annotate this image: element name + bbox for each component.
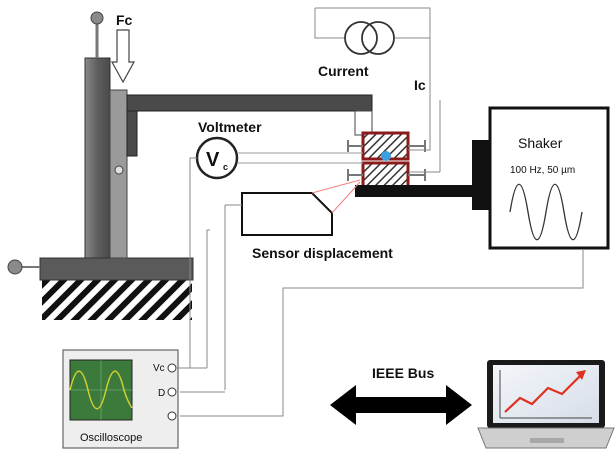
- shaker-spec: 100 Hz, 50 µm: [510, 165, 575, 176]
- laptop-icon: [477, 360, 615, 449]
- current-source: [314, 7, 441, 173]
- ieee-bus-label: IEEE Bus: [372, 365, 434, 381]
- ieee-bus-arrow: [330, 385, 472, 425]
- port-vc-label: Vc: [153, 363, 165, 374]
- voltmeter-label: Voltmeter: [198, 119, 262, 135]
- shaker-rod: [355, 185, 490, 197]
- force-arrow: [110, 29, 136, 84]
- voltmeter-subscript: c: [223, 162, 228, 172]
- oscilloscope-label: Oscilloscope: [80, 432, 142, 444]
- current-label: Current: [318, 63, 369, 79]
- oscilloscope: [62, 349, 179, 449]
- force-label: Fc: [116, 12, 133, 28]
- wiring: [178, 157, 584, 417]
- current-symbol: Ic: [414, 77, 426, 93]
- contact-assembly: [347, 131, 426, 189]
- port-d-label: D: [158, 388, 165, 399]
- voltmeter-symbol: V: [206, 149, 220, 171]
- shaker-label: Shaker: [518, 135, 563, 151]
- ground-base: [7, 257, 194, 320]
- shaker: [472, 106, 610, 250]
- voltmeter: [195, 136, 363, 180]
- vertical-column: [84, 11, 128, 259]
- sensor-label: Sensor displacement: [252, 245, 393, 261]
- displacement-sensor: [224, 179, 361, 390]
